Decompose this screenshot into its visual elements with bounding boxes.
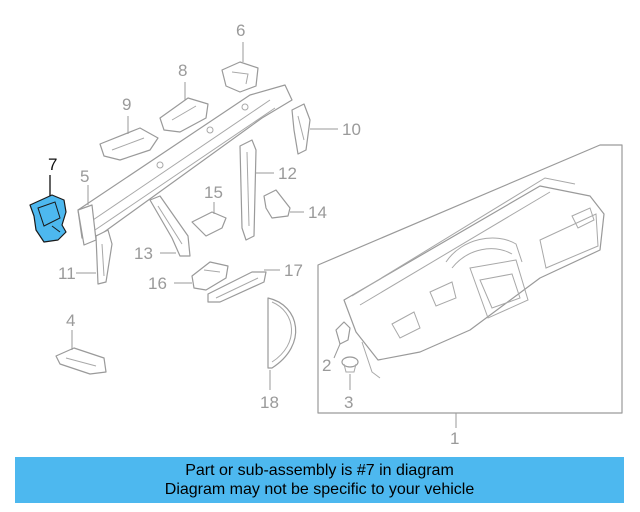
part-17-bracket[interactable]: 17: [207, 261, 303, 303]
part-14-bracket[interactable]: 14: [263, 189, 327, 222]
part-13-brace[interactable]: 13: [134, 195, 191, 263]
part-10-bracket[interactable]: 10: [291, 103, 361, 155]
callout-18[interactable]: 18: [260, 393, 279, 412]
callout-10[interactable]: 10: [342, 120, 361, 139]
callout-13[interactable]: 13: [134, 244, 153, 263]
part-12-brace[interactable]: 12: [239, 139, 297, 241]
part-18-trim[interactable]: 18: [260, 297, 297, 412]
callout-1[interactable]: 1: [450, 429, 459, 448]
part-3-grommet[interactable]: 3: [341, 356, 359, 412]
part-15-bracket[interactable]: 15: [191, 183, 227, 237]
callout-2[interactable]: 2: [322, 356, 331, 375]
callout-7[interactable]: 7: [48, 155, 57, 174]
part-9-bracket[interactable]: 9: [99, 95, 159, 161]
callout-8[interactable]: 8: [178, 61, 187, 80]
callout-12[interactable]: 12: [278, 164, 297, 183]
part-2-clip[interactable]: 2: [322, 321, 351, 375]
callout-5[interactable]: 5: [80, 167, 89, 186]
banner-line-1: Part or sub-assembly is #7 in diagram: [185, 462, 454, 479]
parts-diagram: 7 5 6 8 9 10: [29, 21, 623, 448]
part-6-bracket[interactable]: 6: [221, 21, 259, 93]
part-1-instrument-panel[interactable]: 1: [317, 144, 623, 448]
callout-3[interactable]: 3: [344, 393, 353, 412]
part-7-bracket[interactable]: 7: [29, 155, 67, 243]
banner-line-2: Diagram may not be specific to your vehi…: [164, 481, 475, 498]
part-11-bracket[interactable]: 11: [58, 229, 113, 285]
callout-9[interactable]: 9: [122, 95, 131, 114]
callout-15[interactable]: 15: [204, 183, 223, 202]
part-16-bracket[interactable]: 16: [148, 261, 229, 293]
info-banner: Part or sub-assembly is #7 in diagram Di…: [15, 457, 624, 503]
callout-17[interactable]: 17: [284, 261, 303, 280]
callout-11[interactable]: 11: [58, 264, 76, 283]
callout-6[interactable]: 6: [236, 21, 245, 40]
callout-14[interactable]: 14: [308, 203, 327, 222]
part-8-bracket[interactable]: 8: [159, 61, 209, 133]
part-4-bracket[interactable]: 4: [55, 311, 107, 375]
callout-4[interactable]: 4: [66, 311, 75, 330]
callout-16[interactable]: 16: [148, 274, 167, 293]
